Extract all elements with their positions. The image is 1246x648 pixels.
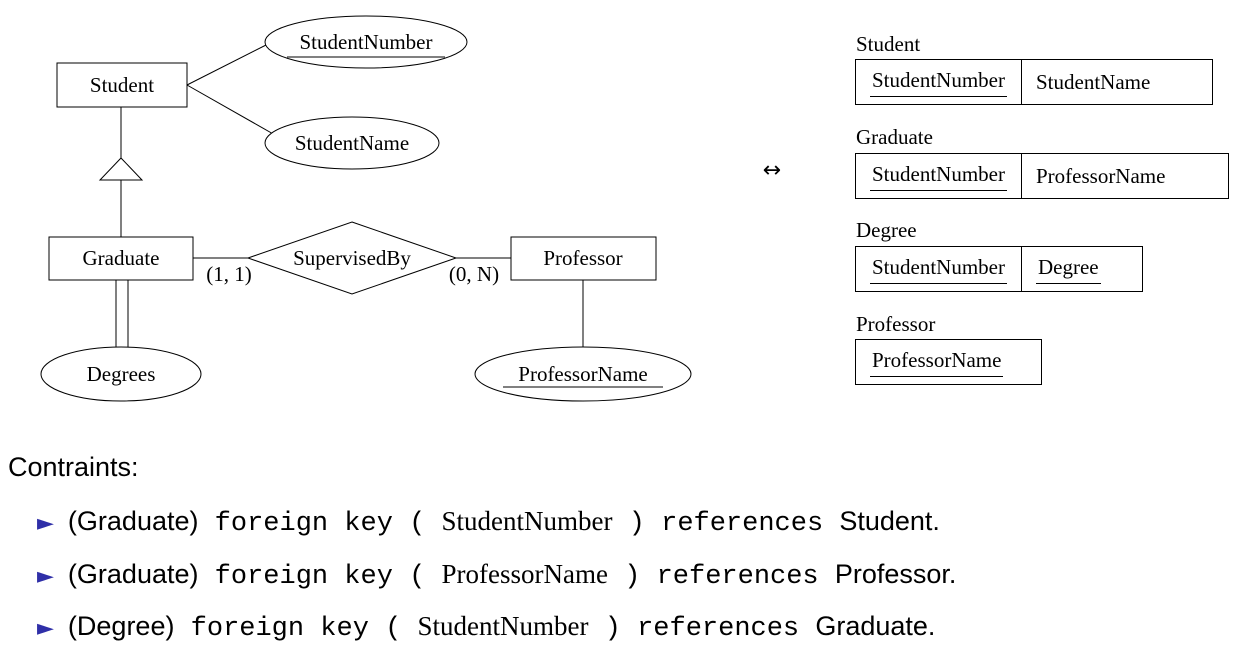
line-student-studentname (186, 84, 276, 136)
bullet-icon: ► (37, 616, 54, 641)
table-graduate-col-professorname: ProfessorName (1020, 154, 1179, 198)
constraint-reference: Professor. (834, 559, 957, 589)
studentname-attribute-label: StudentName (295, 131, 409, 155)
constraint-keyword: ) references (612, 509, 840, 539)
table-title-graduate: Graduate (856, 125, 933, 149)
supervisedby-relationship-label: SupervisedBy (293, 246, 411, 270)
constraint-keyword: ) references (608, 562, 835, 592)
professor-entity (510, 236, 657, 281)
constraints-title: Contraints: (8, 452, 139, 482)
line-student-studentnumber (186, 41, 273, 86)
studentnumber-attribute (264, 15, 468, 69)
constraint-table: (Graduate) (67, 506, 199, 536)
er-diagram: Student StudentNumber StudentName Gradua… (40, 15, 781, 402)
bullet-icon: ► (37, 511, 54, 536)
mapping-arrow-icon: ↔ (763, 158, 781, 183)
constraint-item: ► (Graduate) foreign key ( ProfessorName… (37, 559, 956, 592)
constraint-table: (Degree) (67, 611, 175, 641)
constraint-column: StudentNumber (417, 611, 589, 641)
constraint-table: (Graduate) (67, 559, 199, 589)
cardinality-professor: (0, N) (449, 262, 499, 286)
graduate-entity (48, 236, 194, 281)
student-entity-label: Student (90, 73, 154, 97)
table-degree: StudentNumber Degree (855, 246, 1143, 292)
constraint-item: ► (Degree) foreign key ( StudentNumber )… (37, 611, 935, 644)
studentnumber-attribute-label: StudentNumber (300, 30, 433, 54)
table-professor: ProfessorName (855, 339, 1042, 385)
degrees-attribute (40, 346, 202, 402)
table-degree-col-degree: Degree (1020, 247, 1115, 291)
table-student-col-studentnumber: StudentNumber (856, 60, 1021, 104)
constraint-item: ► (Graduate) foreign key ( StudentNumber… (37, 506, 940, 539)
cardinality-graduate: (1, 1) (206, 262, 252, 286)
professorname-attribute-label: ProfessorName (518, 362, 647, 386)
studentname-attribute (264, 116, 440, 170)
supervisedby-relationship (246, 221, 458, 295)
table-graduate: StudentNumber ProfessorName (855, 153, 1229, 199)
table-title-degree: Degree (856, 218, 917, 242)
table-graduate-col-studentnumber: StudentNumber (856, 154, 1021, 198)
constraint-column: ProfessorName (441, 559, 608, 589)
table-title-student: Student (856, 32, 921, 56)
professor-entity-label: Professor (543, 246, 622, 270)
table-degree-col-studentnumber: StudentNumber (856, 247, 1021, 291)
table-student: StudentNumber StudentName (855, 59, 1213, 105)
constraint-keyword: ) references (588, 614, 816, 644)
constraint-reference: Graduate. (815, 611, 936, 641)
constraint-keyword: foreign key ( (174, 614, 418, 644)
bullet-icon: ► (37, 564, 54, 589)
constraint-column: StudentNumber (441, 506, 613, 536)
constraint-keyword: foreign key ( (198, 562, 442, 592)
table-title-professor: Professor (856, 312, 936, 336)
degrees-attribute-label: Degrees (87, 362, 156, 386)
constraint-reference: Student. (839, 506, 940, 536)
table-student-col-studentname: StudentName (1020, 60, 1164, 104)
connector-lines (98, 41, 584, 348)
table-professor-col-professorname: ProfessorName (856, 340, 1017, 384)
student-entity (56, 62, 188, 108)
graduate-entity-label: Graduate (83, 246, 160, 270)
constraint-keyword: foreign key ( (198, 509, 442, 539)
isa-triangle (98, 157, 144, 181)
